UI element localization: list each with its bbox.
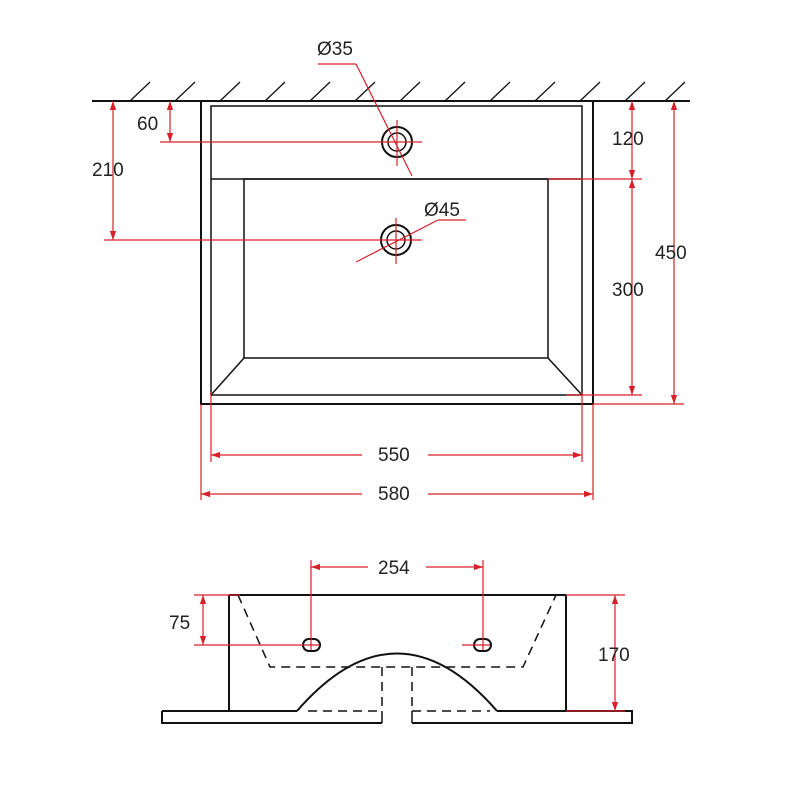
bowl-bottom-outline <box>243 178 549 359</box>
waste-hole-label: Ø45 <box>424 200 460 221</box>
wall-hatching <box>129 81 686 102</box>
right-dimensions <box>548 101 684 405</box>
base-plate <box>161 710 633 724</box>
hidden-bowl-profile <box>237 594 557 668</box>
waste-hole <box>104 218 466 264</box>
dim-total-height-label: 170 <box>598 645 630 666</box>
bowl-underside-arch <box>296 652 498 712</box>
dim-bracket-height-label: 75 <box>169 613 190 634</box>
plan-view: Ø35 Ø45 60 210 120 300 450 550 580 <box>92 39 690 505</box>
bottom-dimensions <box>200 392 594 500</box>
bowl-corner-left <box>210 357 245 396</box>
basin-rim-outline <box>210 105 583 396</box>
left-dimensions <box>109 101 174 240</box>
dim-bracket-spacing-label: 254 <box>378 558 410 579</box>
tap-hole-label: Ø35 <box>317 39 353 60</box>
dim-waste-from-wall-label: 210 <box>92 160 124 181</box>
tap-hole <box>160 63 422 177</box>
dim-bowl-width-label: 550 <box>378 445 410 466</box>
dim-total-depth-label: 450 <box>655 243 687 264</box>
basin-outer-outline <box>200 100 594 405</box>
bowl-corner-right <box>547 357 583 396</box>
dim-tap-from-wall-label: 60 <box>137 114 158 135</box>
side-view: 254 75 170 <box>161 558 633 724</box>
dim-total-width-label: 580 <box>378 484 410 505</box>
dim-back-ledge-label: 120 <box>612 129 644 150</box>
dim-bowl-depth-label: 300 <box>612 280 644 301</box>
side-dimensions <box>194 560 625 712</box>
